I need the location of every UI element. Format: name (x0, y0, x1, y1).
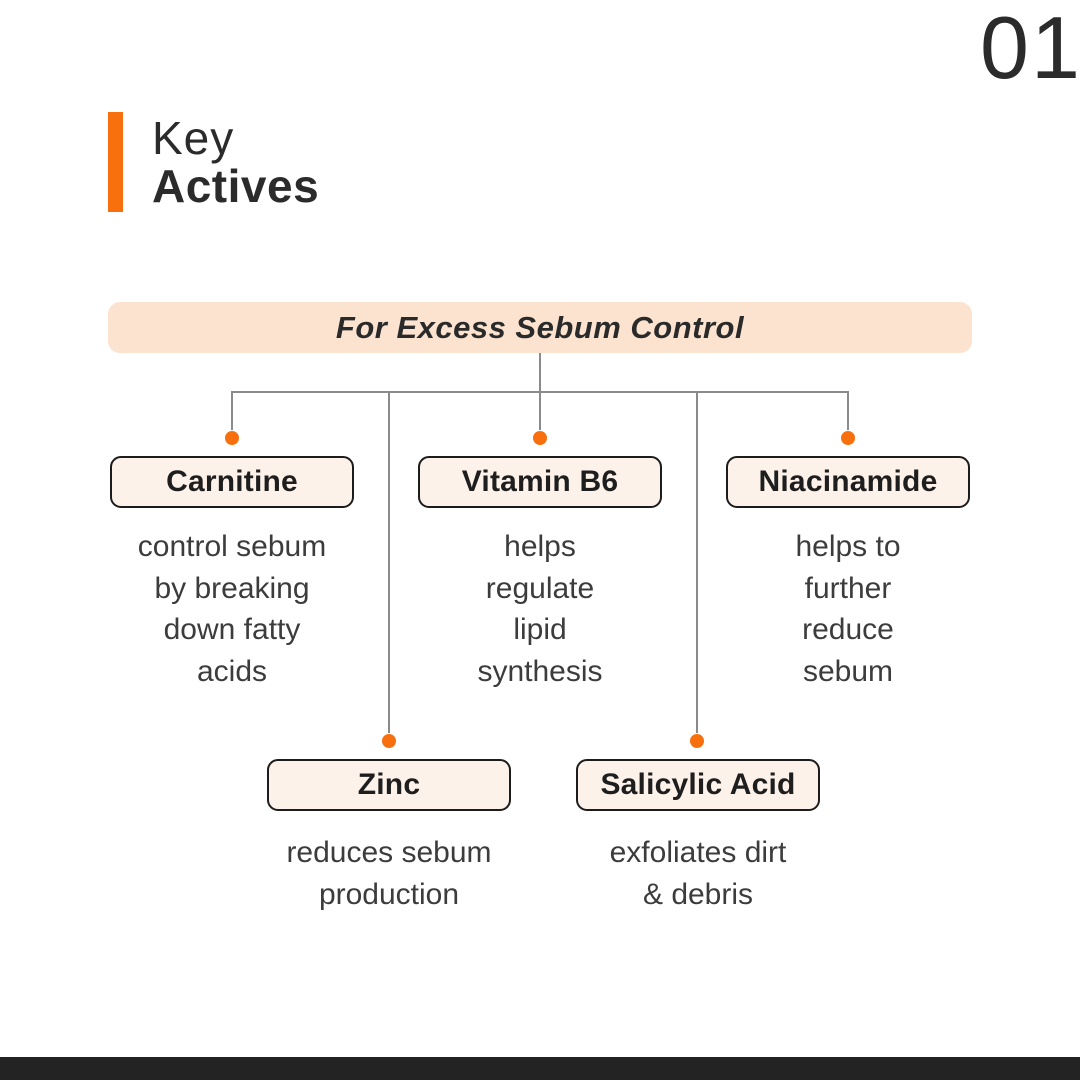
category-banner: For Excess Sebum Control (108, 302, 972, 353)
connector-dot-vitamin-b6 (533, 431, 547, 445)
node-label-niacinamide: Niacinamide (758, 465, 938, 498)
title-lines: Key Actives (152, 112, 319, 212)
node-box-zinc: Zinc (267, 759, 511, 811)
node-box-niacinamide: Niacinamide (726, 456, 970, 508)
title-block: Key Actives (108, 112, 319, 212)
footer-bar (0, 1057, 1080, 1080)
node-label-vitamin-b6: Vitamin B6 (461, 465, 619, 498)
node-label-zinc: Zinc (357, 768, 421, 801)
category-banner-text: For Excess Sebum Control (335, 309, 745, 345)
node-box-salicylic-acid: Salicylic Acid (576, 759, 820, 811)
node-box-vitamin-b6: Vitamin B6 (418, 456, 662, 508)
connector-dot-carnitine (225, 431, 239, 445)
title-accent-bar (108, 112, 123, 212)
page-title-light: Key (152, 112, 235, 164)
node-desc-vitamin-b6: helps regulate lipid synthesis (477, 530, 603, 688)
node-desc-carnitine: control sebum by breaking down fatty aci… (137, 530, 327, 688)
connector-dot-niacinamide (841, 431, 855, 445)
node-label-carnitine: Carnitine (166, 465, 298, 498)
connector-dot-zinc (382, 734, 396, 748)
connector-dot-salicylic-acid (690, 734, 704, 748)
node-desc-niacinamide: helps to further reduce sebum (795, 530, 901, 688)
node-desc-salicylic-acid: exfoliates dirt & debris (609, 836, 787, 911)
node-label-salicylic-acid: Salicylic Acid (600, 768, 796, 801)
node-desc-zinc: reduces sebum production (286, 836, 492, 911)
page-number: 01 (980, 0, 1080, 97)
page-title-bold: Actives (152, 160, 320, 213)
node-box-carnitine: Carnitine (110, 456, 354, 508)
